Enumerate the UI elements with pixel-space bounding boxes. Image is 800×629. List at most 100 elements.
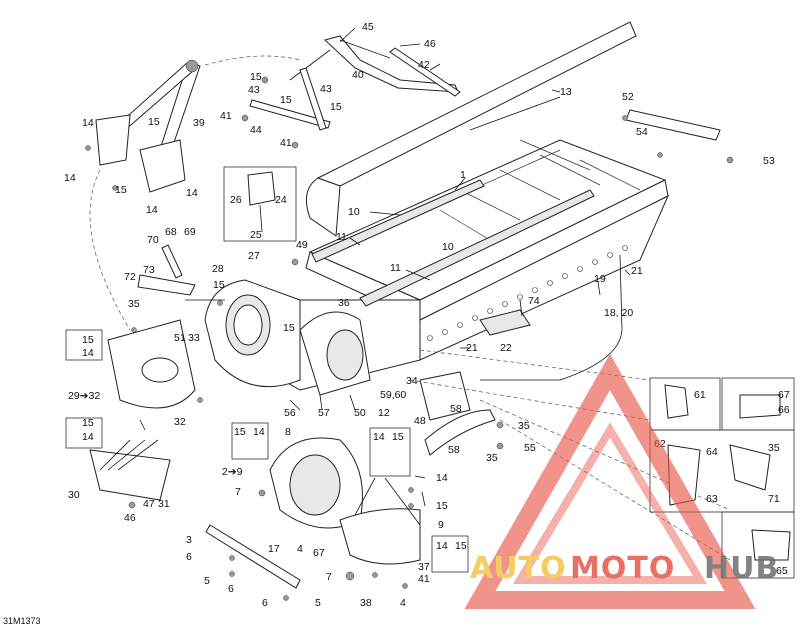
callout-26: 26 (230, 194, 242, 206)
callout-46: 46 (424, 38, 436, 50)
callout-14: 14 (64, 172, 76, 184)
callout-4: 4 (297, 543, 303, 555)
watermark-text-moto: MOTO (570, 551, 675, 586)
inset-box-15-14-left-b (65, 417, 103, 449)
lower-frame-ring (269, 437, 421, 565)
callout-64: 64 (706, 446, 718, 458)
callout-52: 52 (622, 91, 634, 103)
callout-14: 14 (373, 431, 385, 443)
callout-38: 38 (360, 597, 372, 609)
callout-50: 50 (354, 407, 366, 419)
callout-74: 74 (528, 295, 540, 307)
callout-55: 55 (524, 442, 536, 454)
callout-18-20: 18, 20 (604, 307, 633, 319)
callout-66: 66 (778, 404, 790, 416)
callout-6: 6 (262, 597, 268, 609)
callout-labels: 45 46 42 40 15 43 15 43 15 41 44 41 13 5… (3, 21, 790, 626)
callout-15: 15 (234, 426, 246, 438)
callout-7: 7 (235, 486, 241, 498)
watermark: AUTO MOTO HUB (464, 353, 779, 609)
callout-47: 47 (143, 498, 155, 510)
upper-frame-rods (249, 35, 461, 131)
callout-35: 35 (128, 298, 140, 310)
callout-68: 68 (165, 226, 177, 238)
callout-17: 17 (268, 543, 280, 555)
callout-6: 6 (186, 551, 192, 563)
callout-15: 15 (436, 500, 448, 512)
callout-24: 24 (275, 194, 287, 206)
callout-14: 14 (436, 472, 448, 484)
inset-box-15-14-left-a (65, 329, 103, 361)
callout-14: 14 (82, 117, 94, 129)
callout-5: 5 (204, 575, 210, 587)
drawing-code: 31M1373 (3, 616, 41, 626)
callout-1: 1 (460, 169, 466, 181)
callout-46: 46 (124, 512, 136, 524)
callout-11: 11 (390, 262, 401, 274)
callout-35: 35 (768, 442, 780, 454)
callout-15: 15 (392, 431, 404, 443)
callout-35: 35 (486, 452, 498, 464)
steering-column (95, 59, 201, 193)
callout-70: 70 (147, 234, 159, 246)
callout-48: 48 (414, 415, 426, 427)
callout-41: 41 (220, 110, 232, 122)
callout-73: 73 (143, 264, 155, 276)
callout-61: 61 (694, 389, 706, 401)
callout-41: 41 (280, 137, 292, 149)
callout-35: 35 (518, 420, 530, 432)
callout-14: 14 (82, 347, 94, 359)
inset-box-65 (721, 511, 795, 579)
callout-19: 19 (594, 273, 606, 285)
callout-59-60: 59,60 (380, 389, 406, 401)
callout-42: 42 (418, 59, 430, 71)
callout-3: 3 (186, 534, 192, 546)
callout-10: 10 (442, 241, 454, 253)
callout-2-9: 2➔9 (222, 466, 243, 478)
callout-37: 37 (418, 561, 430, 573)
callout-9: 9 (438, 519, 444, 531)
callout-39: 39 (193, 117, 205, 129)
callout-67: 67 (313, 547, 325, 559)
callout-49: 49 (296, 239, 308, 251)
callout-30: 30 (68, 489, 80, 501)
callout-14: 14 (436, 540, 448, 552)
callout-43: 43 (248, 84, 260, 96)
callout-15: 15 (82, 417, 94, 429)
callout-28: 28 (212, 263, 224, 275)
callout-25: 25 (250, 229, 262, 241)
callout-14: 14 (186, 187, 198, 199)
callout-27: 27 (248, 250, 260, 262)
callout-5: 5 (315, 597, 321, 609)
callout-15: 15 (82, 334, 94, 346)
callout-34: 34 (406, 375, 418, 387)
callout-36: 36 (338, 297, 350, 309)
callout-10: 10 (348, 206, 360, 218)
callout-13: 13 (560, 86, 572, 98)
callout-43: 43 (320, 83, 332, 95)
callout-15: 15 (283, 322, 295, 334)
callout-51: 51 (174, 332, 186, 344)
callout-56: 56 (284, 407, 296, 419)
callout-57: 57 (318, 407, 330, 419)
front-bumper (89, 244, 301, 589)
callout-31: 31 (158, 498, 170, 510)
inset-box-24-26 (223, 166, 297, 242)
callout-11: 11 (336, 231, 347, 243)
callout-41: 41 (418, 573, 430, 585)
callout-29-32: 29➔32 (68, 390, 100, 402)
callout-12: 12 (378, 407, 390, 419)
callout-21: 21 (631, 265, 643, 277)
callout-45: 45 (362, 21, 374, 33)
callout-8: 8 (285, 426, 291, 438)
watermark-text-auto: AUTO (470, 551, 567, 586)
callout-58: 58 (448, 444, 460, 456)
watermark-text-hub: HUB (704, 551, 779, 586)
callout-32: 32 (174, 416, 186, 428)
callout-72: 72 (124, 271, 136, 283)
callout-69: 69 (184, 226, 196, 238)
callout-53: 53 (763, 155, 775, 167)
callout-44: 44 (250, 124, 262, 136)
callout-33: 33 (188, 332, 200, 344)
callout-40: 40 (352, 69, 364, 81)
